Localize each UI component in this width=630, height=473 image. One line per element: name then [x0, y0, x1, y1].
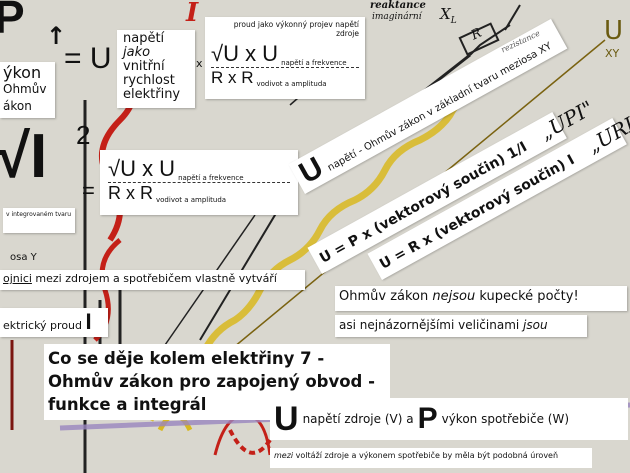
vnitrni-text: vnitřní: [123, 59, 165, 74]
ohm-text: Ohmův zákon: [339, 289, 433, 304]
mezi-text: mezi: [274, 451, 294, 460]
napeti-text: napětí: [123, 31, 165, 46]
xl-label: XL: [440, 6, 457, 27]
mezi-rest-text: voltáží zdroje a výkonem spotřebiče by m…: [293, 451, 559, 460]
sqrt-i: √I: [0, 122, 48, 191]
asi-note: asi nejnázornějšími veličinami jsou: [335, 315, 587, 337]
numerator-note: napětí a frekvence: [281, 59, 347, 67]
p-letter: P: [0, 0, 25, 43]
numerator-note: napětí a frekvence: [178, 174, 244, 182]
spojnici-text: mezi zdrojem a spotřebičem vlastně vytvá…: [31, 272, 277, 285]
vykon-scrap: ýkon Ohmův ákon: [0, 62, 55, 118]
ohm-note: Ohmův zákon nejsou kupecké počty!: [335, 286, 627, 311]
spojnici-strip: ojnici mezi zdrojem a spotřebičem vlastn…: [0, 270, 305, 290]
ohmuv-text: Ohmův: [3, 82, 47, 96]
squared: 2: [76, 120, 91, 150]
xy-label: XY: [605, 47, 620, 60]
proud-strip: ektrický proud I: [0, 308, 108, 337]
pocty-text: kupecké počty!: [475, 289, 579, 304]
integrated-note: v integrovaném tvaru: [3, 208, 75, 233]
nejsou-text: nejsou: [432, 289, 476, 304]
jako-text: jako: [123, 45, 151, 60]
formula-denominator: R x R: [211, 68, 254, 87]
mezi-strip: mezi voltáží zdroje a výkonem spotřebiče…: [270, 448, 592, 468]
u-xy-label: U: [604, 16, 624, 46]
times-sign: x: [196, 57, 203, 70]
arrow-up-icon: ↑: [46, 22, 67, 50]
zakon-text: ákon: [3, 99, 32, 113]
formula-caption: proud jako výkonný projev napětí zdroje: [233, 20, 359, 38]
xl-text: X: [440, 5, 451, 23]
denominator-note: vodivot a amplituda: [156, 196, 227, 204]
formula-numerator: √U x U: [211, 41, 279, 66]
denominator-note: vodivot a amplituda: [256, 80, 327, 88]
underlined-word: ojnici: [3, 272, 32, 285]
formula2-denominator: R x R: [108, 183, 153, 203]
equals-u: = U: [64, 42, 112, 75]
equals-sign: =: [82, 178, 95, 203]
jsou-text: jsou: [523, 318, 548, 332]
napeti-zdroje-text: napětí zdroje (V) a: [302, 412, 414, 426]
formula2-numerator: √U x U: [108, 156, 176, 181]
vykon-spotrebice-text: výkon spotřebiče (W): [441, 412, 570, 426]
proud-text: ektrický proud: [3, 319, 83, 332]
p-letter-bottom: P: [417, 402, 438, 435]
xl-sub: L: [450, 16, 457, 26]
elektriny-text: elektřiny: [123, 87, 181, 102]
osa-y: osa Y: [10, 252, 37, 263]
proud-i: I: [85, 309, 92, 334]
vykon-text: ýkon: [3, 63, 42, 82]
red-i: I: [186, 0, 199, 28]
imaginarni-text: imaginární: [372, 12, 422, 22]
u-letter: U: [274, 400, 299, 438]
formula1-scrap: proud jako výkonný projev napětí zdroje …: [205, 17, 365, 99]
rychlost-text: rychlost: [123, 73, 175, 88]
asi-text: asi nejnázornějšími veličinami: [339, 318, 524, 332]
napeti-scrap: napětí jako vnitřní rychlost elektřiny: [117, 30, 195, 108]
reaktance-text: reaktance: [370, 0, 426, 11]
